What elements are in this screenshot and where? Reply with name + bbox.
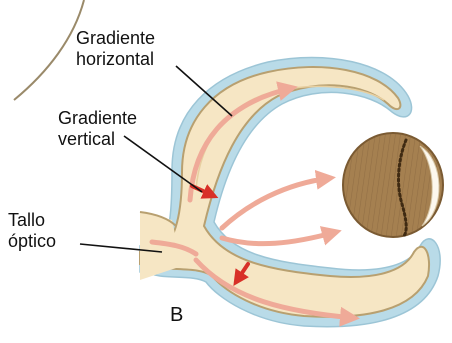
label-line: Gradiente	[58, 108, 137, 129]
label-gradiente-vertical: Gradiente vertical	[58, 108, 137, 150]
arrow-to-lens-lower	[222, 232, 336, 244]
panel-letter: B	[170, 305, 183, 326]
label-line: vertical	[58, 129, 137, 150]
lens	[343, 133, 443, 237]
label-line: horizontal	[76, 49, 155, 70]
label-tallo-optico: Tallo óptico	[8, 210, 56, 252]
label-gradiente-horizontal: Gradiente horizontal	[76, 28, 155, 70]
label-line: Tallo	[8, 210, 56, 231]
adjacent-structure-outline	[14, 0, 84, 100]
label-line: Gradiente	[76, 28, 155, 49]
label-line: óptico	[8, 231, 56, 252]
arrow-to-lens-upper	[222, 178, 330, 228]
